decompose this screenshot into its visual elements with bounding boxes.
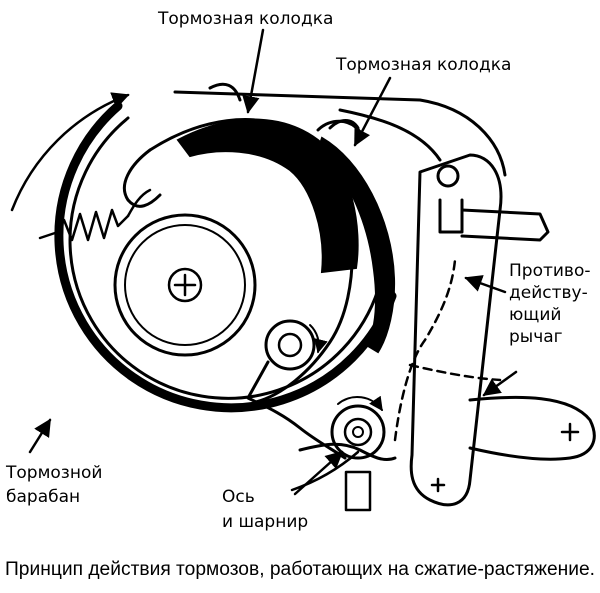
axis-hinge <box>330 395 386 512</box>
counter-lever <box>409 153 550 507</box>
lever-label-4: рычаг <box>509 327 563 347</box>
drum-label-2: барабан <box>6 487 80 507</box>
linkage <box>246 360 397 462</box>
axis-label-2: и шарнир <box>222 512 308 532</box>
drum-label-1: Тормозной <box>5 463 102 483</box>
dashed-outline <box>393 258 502 442</box>
lever-label-3: ющий <box>509 305 561 325</box>
leader-arrows <box>28 28 518 496</box>
left-brake-shoe <box>176 118 359 274</box>
upper-pivot <box>264 319 328 371</box>
shoe-label-right: Тормозная колодка <box>335 55 511 75</box>
axis-label-1: Ось <box>222 487 255 507</box>
drum-rotation-arrow <box>10 92 360 492</box>
side-arm <box>468 395 596 461</box>
lever-label-1: Противо- <box>509 261 590 281</box>
figure-caption: Принцип действия тормозов, работающих на… <box>5 559 595 580</box>
wheel-hub <box>113 213 257 357</box>
return-spring <box>38 188 152 242</box>
shoe-label-left: Тормозная колодка <box>157 9 333 29</box>
lever-label-2: действу- <box>509 283 588 303</box>
top-link <box>173 82 507 177</box>
brake-drum <box>54 101 397 413</box>
